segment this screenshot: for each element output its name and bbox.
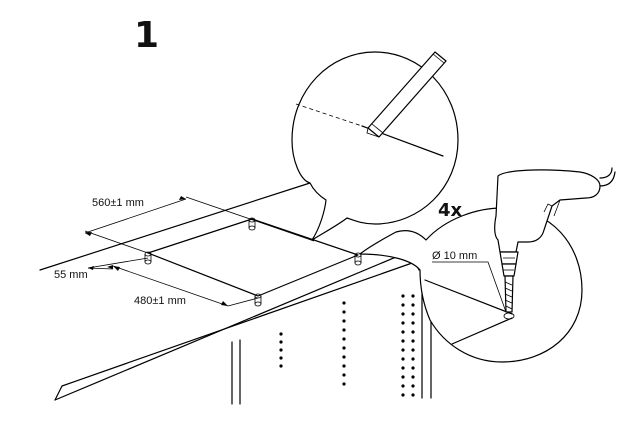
drill-mark bbox=[248, 217, 256, 231]
pencil-detail-callout bbox=[291, 51, 459, 241]
dimension-front-offset-label: 55 mm bbox=[54, 269, 88, 281]
quantity-label: 4x bbox=[438, 200, 463, 221]
dimension-drill-diameter: Ø 10 mm bbox=[432, 250, 507, 313]
dimension-front-offset: 55 mm bbox=[54, 257, 149, 281]
drill-diameter-label: Ø 10 mm bbox=[432, 250, 477, 262]
worktop bbox=[39, 182, 420, 401]
drill-bit-icon bbox=[503, 275, 515, 320]
drill-mark bbox=[144, 251, 152, 265]
dimension-width: 560±1 mm bbox=[84, 196, 315, 254]
step-number: 1 bbox=[134, 15, 159, 56]
drill-mark bbox=[254, 293, 262, 307]
dimension-width-label: 560±1 mm bbox=[92, 197, 144, 209]
dimension-depth: 480±1 mm bbox=[112, 265, 259, 307]
cabinet-sides bbox=[231, 275, 432, 405]
power-drill-icon bbox=[494, 167, 616, 277]
drill-mark bbox=[354, 252, 362, 266]
drill-detail-callout bbox=[359, 207, 583, 363]
shelf-pin-holes bbox=[279, 294, 415, 397]
pencil-icon bbox=[366, 51, 447, 138]
dimension-depth-label: 480±1 mm bbox=[134, 295, 186, 307]
cutout-outline bbox=[147, 218, 359, 297]
drill-marks bbox=[144, 217, 362, 307]
